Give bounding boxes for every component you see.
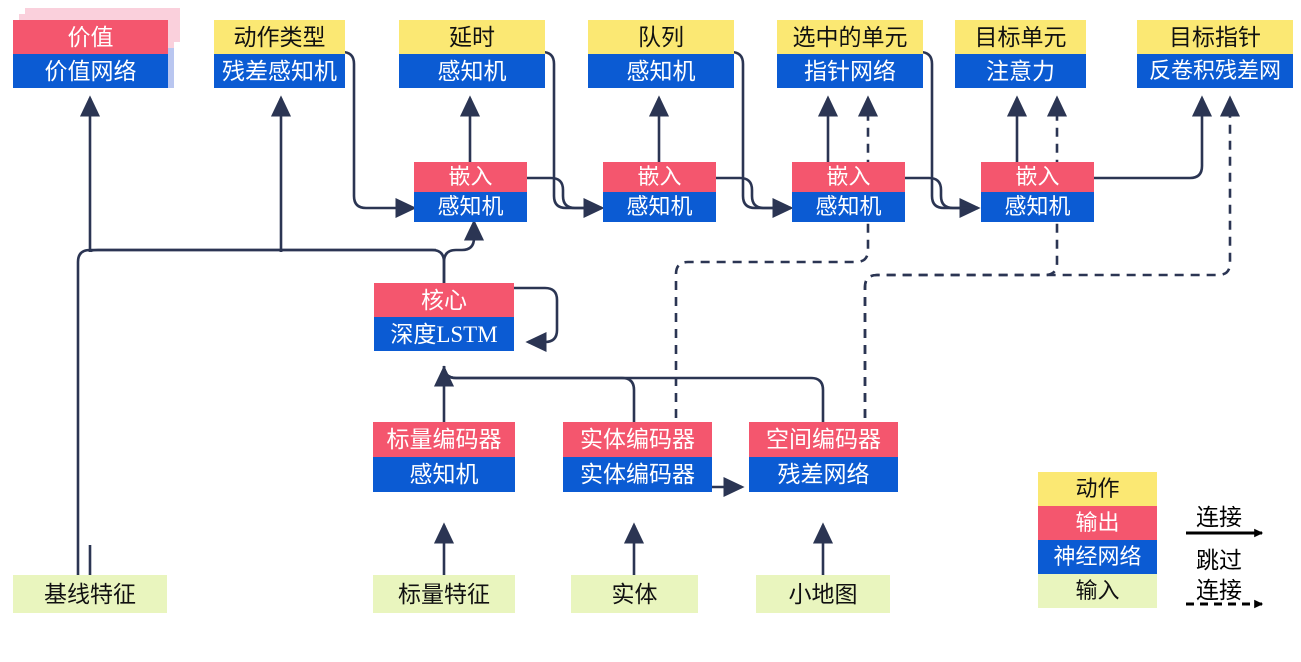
- wire-actiontype-to-embed1: [341, 50, 417, 219]
- node-spatial-encoder-head: 空间编码器: [749, 422, 898, 457]
- node-queue-body: 感知机: [588, 54, 734, 88]
- legend-swatch-input: 输入: [1038, 574, 1157, 608]
- node-action-type-body: 残差感知机: [214, 54, 345, 88]
- node-core-body: 深度LSTM: [374, 317, 514, 351]
- node-embed-3[interactable]: 嵌入 感知机: [792, 162, 905, 222]
- node-target-point[interactable]: 目标指针 反卷积残差网: [1137, 20, 1293, 88]
- node-target-unit-body: 注意力: [955, 54, 1086, 88]
- node-core-head: 核心: [374, 283, 514, 317]
- node-scalar-encoder-head: 标量编码器: [373, 422, 515, 457]
- node-scalar-encoder-body: 感知机: [373, 457, 515, 492]
- node-embed-2-head: 嵌入: [603, 162, 716, 192]
- wire-embed4-to-targetpoint: [1094, 95, 1213, 180]
- skip-entityenc-to-selected: [674, 95, 879, 450]
- wire-queue-to-embed3: [730, 50, 794, 219]
- legend-swatch-action: 动作: [1038, 472, 1157, 506]
- node-delay-body: 感知机: [399, 54, 545, 88]
- node-delay-head: 延时: [399, 20, 545, 54]
- node-selected-units-head: 选中的单元: [777, 20, 923, 54]
- node-entity-encoder[interactable]: 实体编码器 实体编码器: [563, 422, 712, 492]
- node-queue[interactable]: 队列 感知机: [588, 20, 734, 88]
- wire-selected-to-embed4: [919, 50, 981, 219]
- legend-label-skip-connection: 连接: [1196, 578, 1242, 603]
- node-embed-3-body: 感知机: [792, 192, 905, 222]
- node-target-point-body: 反卷积残差网: [1137, 54, 1293, 88]
- node-scalar-encoder[interactable]: 标量编码器 感知机: [373, 422, 515, 492]
- skip-spatialenc-to-targetpoint: [863, 95, 1241, 450]
- wire-core-selfloop: [514, 286, 559, 353]
- node-embed-1[interactable]: 嵌入 感知机: [414, 162, 527, 222]
- legend-swatch-output: 输出: [1038, 506, 1157, 540]
- node-queue-head: 队列: [588, 20, 734, 54]
- node-embed-4[interactable]: 嵌入 感知机: [981, 162, 1094, 222]
- node-target-point-head: 目标指针: [1137, 20, 1293, 54]
- node-embed-1-head: 嵌入: [414, 162, 527, 192]
- legend-label-skip: 跳过: [1196, 548, 1242, 573]
- legend-swatch-network: 神经网络: [1038, 540, 1157, 574]
- legend-swatches: 动作 输出 神经网络 输入: [1038, 472, 1157, 608]
- node-core[interactable]: 核心 深度LSTM: [374, 283, 514, 351]
- wire-core-bus-left: [88, 248, 436, 253]
- node-input-minimap[interactable]: 小地图: [756, 575, 890, 613]
- wire-embed2-to-embed3: [716, 176, 791, 210]
- node-spatial-encoder[interactable]: 空间编码器 残差网络: [749, 422, 898, 492]
- wire-spatialenc-to-core: [442, 365, 825, 450]
- node-entity-encoder-body: 实体编码器: [563, 457, 712, 492]
- node-embed-4-head: 嵌入: [981, 162, 1094, 192]
- node-spatial-encoder-body: 残差网络: [749, 457, 898, 492]
- node-embed-2[interactable]: 嵌入 感知机: [603, 162, 716, 222]
- node-selected-units[interactable]: 选中的单元 指针网络: [777, 20, 923, 88]
- node-embed-1-body: 感知机: [414, 192, 527, 222]
- node-input-baseline-features[interactable]: 基线特征: [13, 575, 167, 613]
- legend-label-connection: 连接: [1196, 505, 1242, 530]
- node-input-entity-label: 实体: [571, 575, 698, 613]
- node-input-scalar-features-label: 标量特征: [373, 575, 515, 613]
- node-embed-2-body: 感知机: [603, 192, 716, 222]
- node-action-type-head: 动作类型: [214, 20, 345, 54]
- node-selected-units-body: 指针网络: [777, 54, 923, 88]
- node-input-entity[interactable]: 实体: [571, 575, 698, 613]
- node-input-scalar-features[interactable]: 标量特征: [373, 575, 515, 613]
- node-value-head: 价值: [13, 20, 168, 54]
- node-embed-3-head: 嵌入: [792, 162, 905, 192]
- node-input-baseline-features-label: 基线特征: [13, 575, 167, 613]
- wire-embed3-to-embed4: [905, 176, 978, 210]
- node-value[interactable]: 价值 价值网络: [13, 20, 168, 88]
- node-target-unit[interactable]: 目标单元 注意力: [955, 20, 1086, 88]
- node-action-type[interactable]: 动作类型 残差感知机: [214, 20, 345, 88]
- node-embed-4-body: 感知机: [981, 192, 1094, 222]
- node-value-body: 价值网络: [13, 54, 168, 88]
- node-input-minimap-label: 小地图: [756, 575, 890, 613]
- node-entity-encoder-head: 实体编码器: [563, 422, 712, 457]
- node-target-unit-head: 目标单元: [955, 20, 1086, 54]
- node-delay[interactable]: 延时 感知机: [399, 20, 545, 88]
- wire-core-to-embed1: [442, 219, 485, 283]
- wire-delay-to-embed2: [541, 50, 605, 219]
- wire-embed1-to-embed2: [527, 176, 602, 210]
